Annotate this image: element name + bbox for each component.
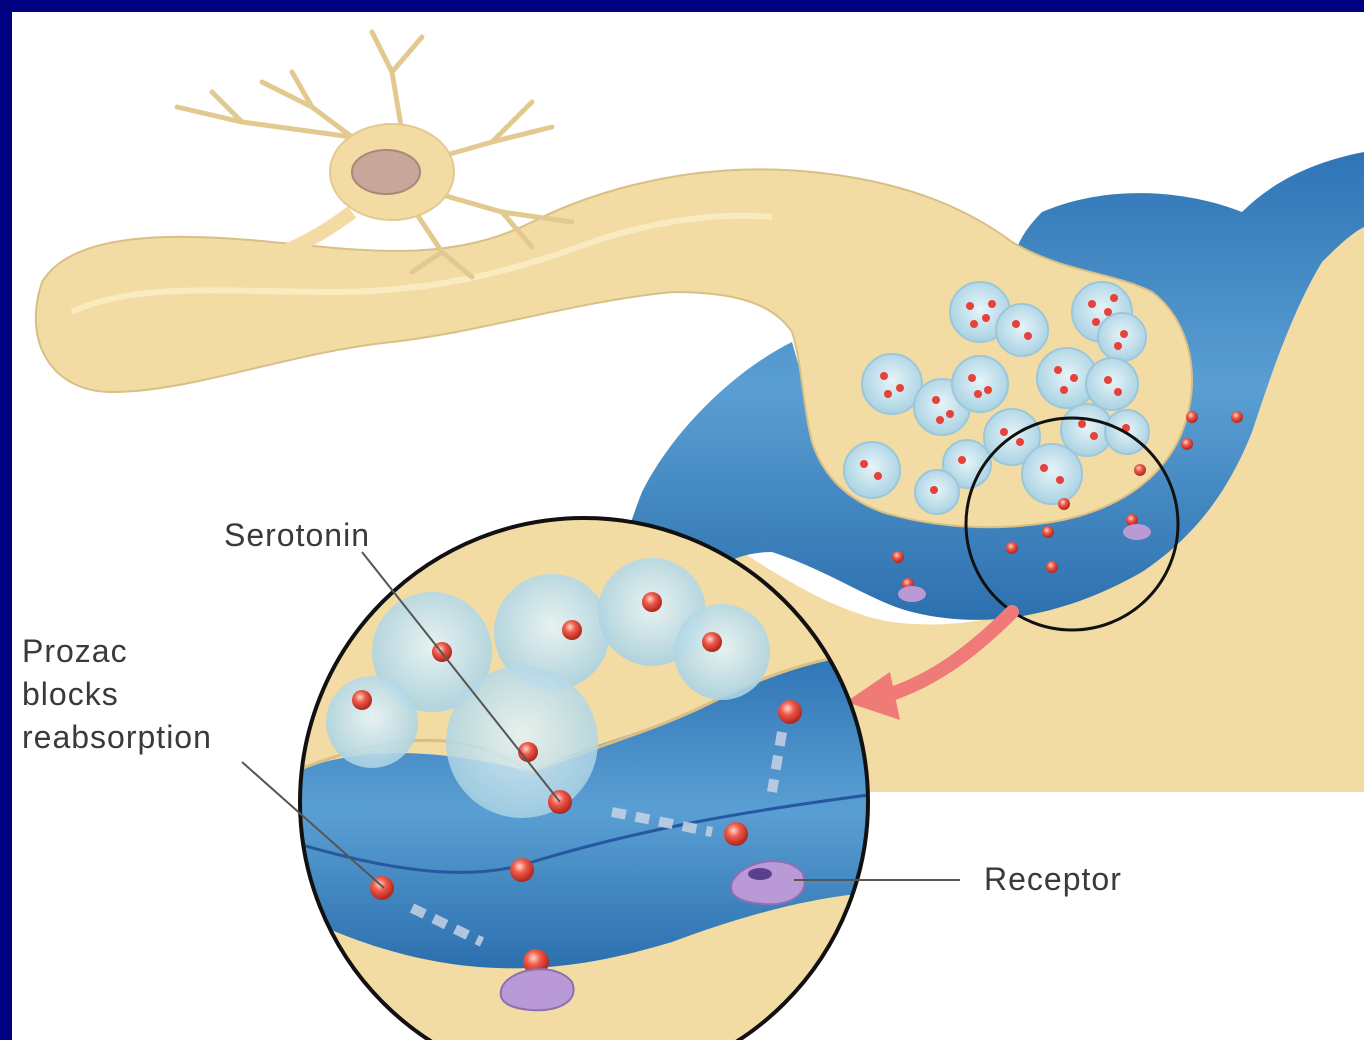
serotonin-label: Serotonin	[224, 514, 370, 557]
prozac-label-line-1: Prozac	[22, 630, 322, 673]
prozac-label-line-2: blocks	[22, 673, 322, 716]
prozac-label-line-3: reabsorption	[22, 716, 322, 759]
prozac-label: Prozac blocks reabsorption	[22, 630, 322, 759]
nucleus	[352, 150, 420, 194]
diagram-panel: Serotonin Prozac blocks reabsorption Rec…	[12, 12, 1364, 1040]
receptor-label: Receptor	[984, 858, 1122, 901]
synapse-illustration	[12, 12, 1364, 1040]
